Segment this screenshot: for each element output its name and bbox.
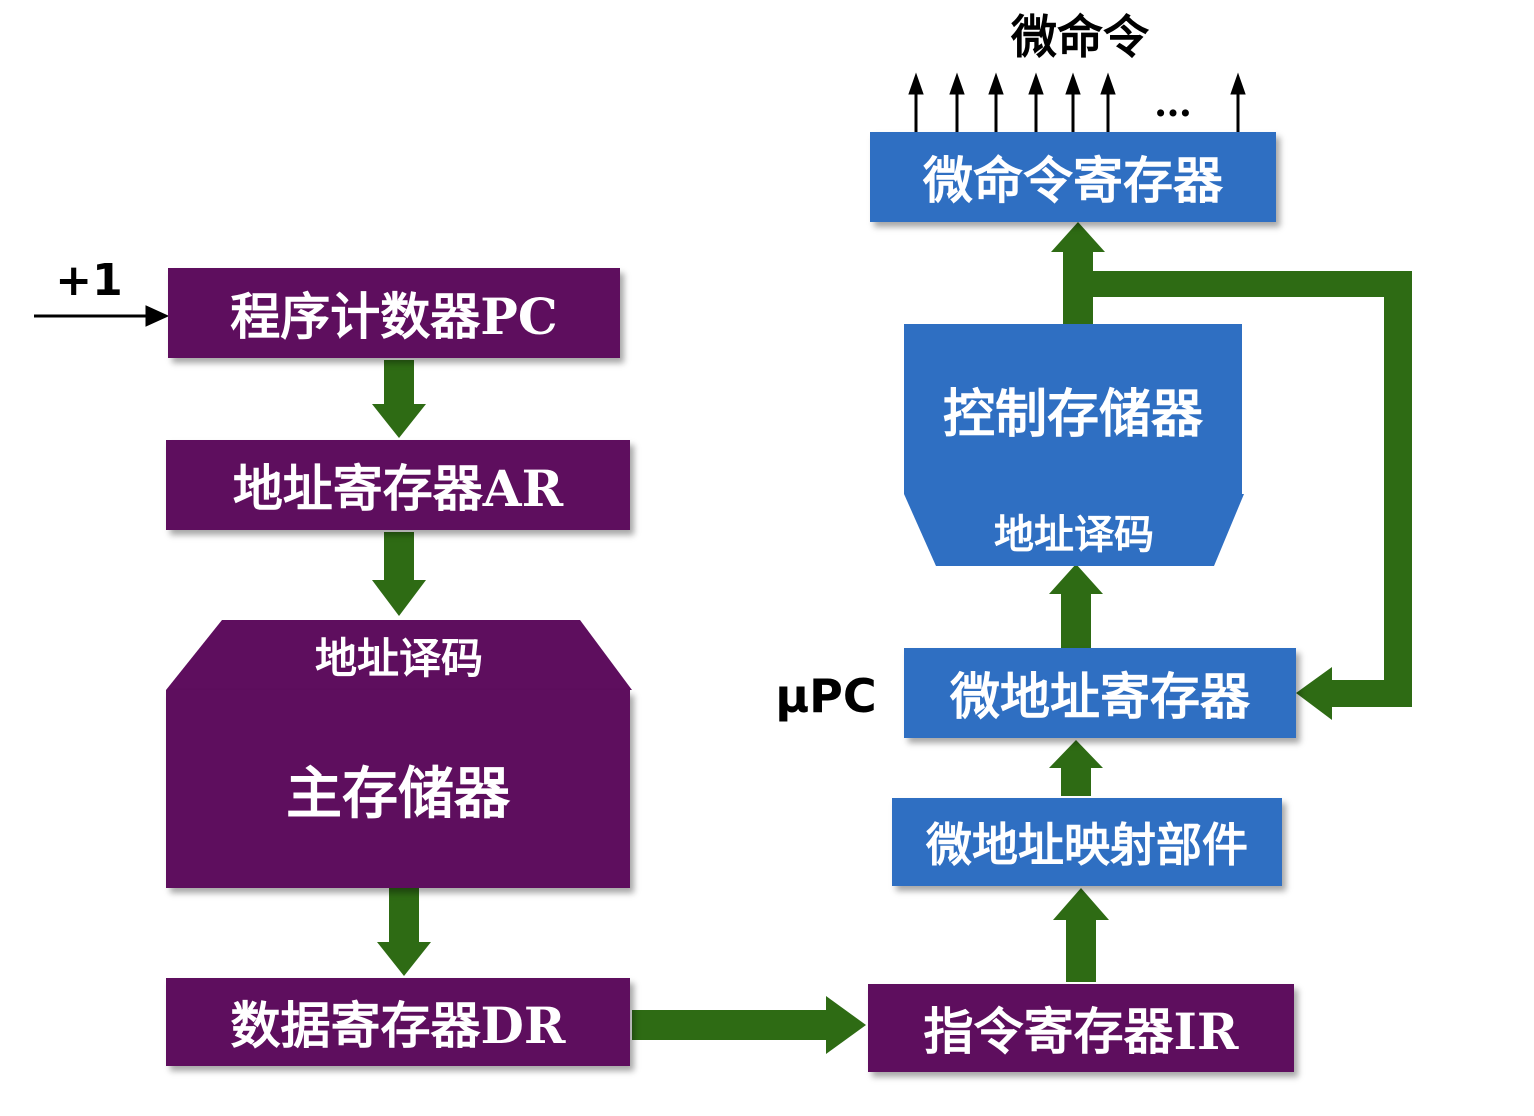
program-counter-box: 程序计数器PC: [168, 268, 620, 358]
control-decoder-label: 地址译码: [994, 511, 1154, 558]
arrow-pc-to-ar: [372, 360, 426, 438]
micro-command-arrows: [908, 72, 1246, 132]
feedback-loop-arrow: [1086, 271, 1412, 720]
micro-command-label: 微命令: [1011, 10, 1149, 64]
main-memory-box: 主存储器: [166, 690, 630, 888]
arrow-upc-to-decoder: [1049, 564, 1103, 648]
micro-address-mapper-box: 微地址映射部件: [892, 798, 1282, 886]
arrow-ir-to-mapper: [1053, 888, 1109, 982]
arrow-mapper-to-upc: [1049, 740, 1103, 796]
micro-command-register-box: 微命令寄存器: [870, 132, 1276, 222]
ellipsis-label: …: [1154, 79, 1192, 125]
memory-decoder-shape: [166, 620, 632, 690]
micro-address-register-box: 微地址寄存器: [904, 648, 1296, 738]
plus-one-label: +1: [55, 254, 123, 306]
arrow-memory-to-dr: [377, 888, 431, 976]
instruction-register-box: 指令寄存器IR: [868, 984, 1294, 1072]
control-store-box: 控制存储器: [904, 324, 1242, 494]
address-register-box: 地址寄存器AR: [166, 440, 630, 530]
upc-label: μPC: [775, 669, 877, 723]
increment-arrow: [34, 305, 170, 327]
data-register-box: 数据寄存器DR: [166, 978, 630, 1066]
memory-decoder-label: 地址译码: [314, 633, 483, 683]
control-decoder-shape: [904, 494, 1244, 566]
arrow-ar-to-memory: [372, 532, 426, 616]
arrow-dr-to-ir: [632, 996, 866, 1054]
